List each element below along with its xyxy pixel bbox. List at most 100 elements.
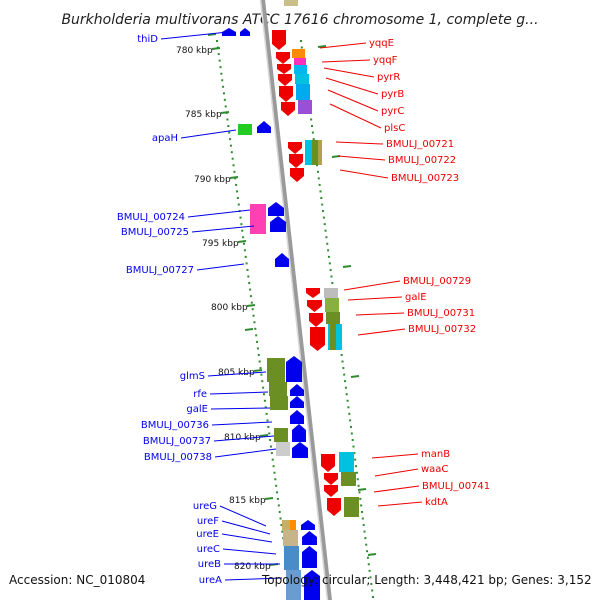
- gene-label-left: ureC: [197, 544, 220, 555]
- gene-pointer-line: [329, 103, 382, 129]
- gene-label-left: ureB: [198, 559, 221, 570]
- gene-pointer-line: [196, 263, 245, 271]
- gene-pointer-line: [374, 468, 419, 477]
- gene-pointer-line: [180, 129, 237, 139]
- track-dot: [259, 367, 262, 370]
- feature-block: [269, 382, 287, 396]
- track-tick: [357, 488, 367, 491]
- track-dot: [258, 360, 261, 363]
- gene-pointer-line: [325, 77, 379, 95]
- gene-label-right: BMULJ_00723: [391, 173, 459, 184]
- feature-block: [294, 58, 306, 65]
- gene-pointer-line: [337, 155, 386, 161]
- gene-arrow-reverse: [307, 300, 322, 312]
- track-dot: [280, 524, 283, 527]
- track-dot: [321, 203, 324, 206]
- track-dot: [323, 223, 326, 226]
- track-dot: [341, 360, 344, 363]
- track-dot: [230, 151, 233, 154]
- gene-arrow-reverse: [310, 327, 325, 351]
- gene-arrow-reverse: [290, 168, 304, 182]
- gene-arrow-reverse: [278, 74, 292, 86]
- gene-pointer-line: [339, 169, 389, 179]
- track-dot: [371, 589, 374, 592]
- gene-arrow-reverse: [281, 102, 295, 116]
- track-tick: [244, 328, 254, 331]
- track-dot: [232, 164, 235, 167]
- gene-arrow-forward: [257, 121, 271, 133]
- gene-label-right: yqqF: [373, 55, 398, 66]
- track-dot: [368, 569, 371, 572]
- track-dot: [277, 504, 280, 507]
- track-dot: [229, 138, 232, 141]
- kbp-label: 815 kbp: [229, 496, 266, 506]
- feature-block: [286, 570, 301, 600]
- gene-label-right: pyrR: [377, 72, 400, 83]
- track-dot: [237, 203, 240, 206]
- track-dot: [274, 478, 277, 481]
- track-dot: [360, 504, 363, 507]
- track-dot: [275, 484, 278, 487]
- track-dot: [234, 177, 237, 180]
- track-dot: [267, 425, 270, 428]
- track-dot: [350, 432, 353, 435]
- gene-pointer-line: [219, 505, 267, 527]
- gene-label-right: manB: [421, 449, 450, 460]
- gene-pointer-line: [221, 533, 273, 543]
- track-dot: [236, 196, 239, 199]
- track-dot: [322, 210, 325, 213]
- track-dot: [349, 425, 352, 428]
- gene-arrow-reverse: [324, 485, 338, 497]
- gene-label-left: ureE: [196, 529, 219, 540]
- gene-label-left: BMULJ_00738: [144, 452, 212, 463]
- track-dot: [218, 59, 221, 62]
- track-dot: [265, 412, 268, 415]
- feature-block: [267, 358, 285, 382]
- track-dot: [278, 510, 281, 513]
- kbp-tick: [220, 111, 230, 114]
- track-dot: [270, 452, 273, 455]
- track-dot: [342, 367, 345, 370]
- track-dot: [242, 242, 245, 245]
- kbp-label: 790 kbp: [194, 175, 231, 185]
- track-dot: [246, 268, 249, 271]
- gene-pointer-line: [222, 548, 277, 555]
- track-dot: [264, 406, 267, 409]
- gene-arrow-reverse: [306, 288, 320, 298]
- gene-pointer-line: [327, 89, 379, 112]
- track-dot: [222, 92, 225, 95]
- track-dot: [358, 491, 361, 494]
- track-dot: [216, 40, 218, 42]
- gene-arrow-forward: [286, 356, 302, 382]
- track-dot: [359, 497, 362, 500]
- track-dot: [252, 314, 255, 317]
- feature-block: [292, 49, 305, 58]
- gene-arrow-forward: [304, 570, 320, 600]
- gene-arrow-forward: [292, 442, 308, 458]
- feature-block: [290, 520, 296, 530]
- gene-label-right: BMULJ_00731: [407, 308, 475, 319]
- feature-block: [344, 497, 359, 517]
- feature-block: [284, 546, 299, 570]
- track-dot: [300, 46, 303, 49]
- track-dot: [324, 229, 327, 232]
- track-dot: [349, 419, 352, 422]
- track-dot: [370, 582, 373, 585]
- track-dot: [281, 530, 284, 533]
- track-dot: [243, 249, 246, 252]
- gene-pointer-line: [211, 421, 273, 426]
- track-dot: [325, 236, 328, 239]
- feature-block: [274, 428, 288, 442]
- track-dot: [272, 465, 275, 468]
- gene-pointer-line: [323, 67, 375, 78]
- feature-block: [305, 140, 312, 165]
- track-dot: [369, 576, 372, 579]
- track-dot: [320, 196, 323, 199]
- gene-pointer-line: [371, 453, 419, 459]
- track-dot: [233, 170, 236, 173]
- track-tick: [207, 33, 217, 36]
- feature-block: [296, 84, 310, 100]
- feature-block: [324, 288, 338, 298]
- gene-arrow-forward: [268, 202, 284, 216]
